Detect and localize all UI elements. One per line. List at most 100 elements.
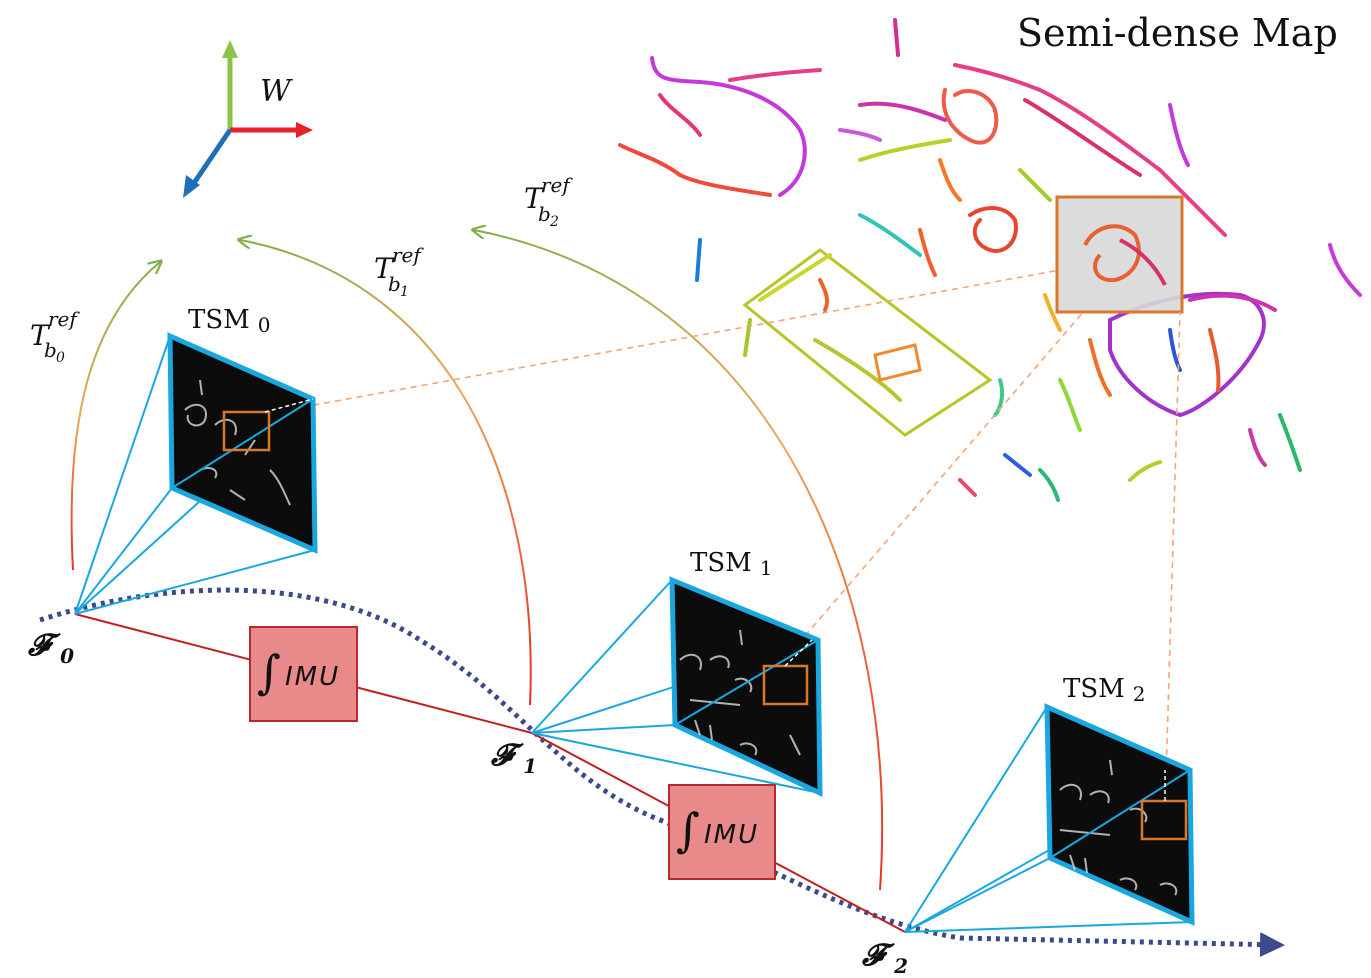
transform-sub: b [44, 338, 57, 362]
transform-sup: ref [541, 173, 573, 197]
correspondence-lines [269, 269, 1181, 811]
tsm-texture [789, 734, 801, 756]
transform-subsub: 1 [400, 284, 409, 300]
map-stroke [1038, 468, 1060, 502]
arc-ref-2 [474, 230, 884, 891]
frustum-0 [74, 332, 318, 615]
frustum-ray [74, 549, 316, 615]
map-stroke [1043, 293, 1062, 332]
map-stroke [1168, 103, 1190, 167]
map-stroke [1108, 291, 1266, 418]
tsm-texture [694, 719, 701, 736]
map-stroke [743, 318, 752, 357]
imu-box [668, 784, 776, 880]
transform-sub: b [388, 272, 401, 296]
map-stroke [968, 206, 1018, 253]
frustum-ray [904, 857, 1051, 933]
frustum-diagonal [674, 639, 819, 726]
transform-label-2: T ref b 2 [524, 173, 573, 230]
map-stroke [958, 478, 977, 497]
frustum-diagonal [1049, 769, 1191, 859]
frustum-1 [531, 576, 823, 797]
imu-label: IMU [704, 820, 759, 850]
frustum-ray [531, 724, 676, 734]
frustum-ray [904, 706, 1048, 933]
tsm-texture [709, 655, 730, 669]
integral-symbol: ∫ [676, 803, 700, 857]
transform-base: T [374, 252, 395, 285]
tsm-texture [739, 742, 758, 756]
map-stroke [1328, 243, 1362, 297]
transform-sup: ref [392, 243, 424, 267]
map-title: Semi-dense Map [1017, 11, 1338, 55]
correspondence-line [1164, 311, 1181, 811]
world-label: W [260, 74, 293, 109]
map-stroke [838, 128, 882, 142]
axis-diagonal-arrowhead [183, 175, 200, 198]
tsm-texture [269, 469, 291, 506]
map-stroke [993, 378, 1005, 417]
map-stroke [1058, 378, 1082, 432]
map-stroke [818, 278, 830, 312]
tsm-texture [679, 653, 702, 671]
map-stroke [1003, 453, 1032, 477]
tsm-texture [689, 699, 741, 706]
map-stroke [1018, 168, 1052, 202]
map-stroke [941, 88, 999, 145]
frustum-ray [531, 732, 821, 794]
map-stroke [618, 143, 772, 197]
transform-sub: b [538, 202, 551, 226]
map-stroke [1023, 98, 1142, 177]
tsm-texture [1159, 882, 1178, 896]
frustum-ray [904, 921, 1193, 933]
map-stroke [1128, 460, 1162, 482]
transform-label-1: T ref b 1 [374, 243, 424, 300]
map-stroke [1248, 428, 1267, 467]
tsm-texture [214, 418, 237, 436]
map-stroke [1208, 328, 1221, 392]
transform-base: T [524, 182, 545, 215]
transform-sup: ref [48, 307, 80, 331]
arc-ref-1 [240, 240, 532, 706]
map-stroke [858, 138, 952, 162]
map-stroke [658, 93, 702, 137]
map-stroke [1278, 413, 1302, 472]
tsm-image-1 [669, 576, 823, 797]
map-stroke [813, 338, 902, 402]
correspondence-line [269, 269, 1061, 414]
imu-box [249, 626, 358, 722]
frustum-ray [74, 335, 171, 615]
map-stroke [1188, 293, 1277, 312]
integral-symbol: ∫ [257, 645, 281, 699]
frustum-diagonal [171, 398, 314, 489]
map-stroke [858, 101, 947, 122]
map-stroke [918, 228, 937, 277]
axis-up-arrowhead [222, 40, 238, 58]
tsm-texture [739, 629, 743, 646]
axis-diagonal [191, 128, 233, 185]
tsm-texture [244, 439, 256, 456]
transform-subsub: 0 [56, 350, 65, 366]
imu-box-0: ∫ IMU [249, 626, 358, 722]
patch-link [264, 398, 314, 413]
map-stroke [758, 253, 832, 302]
map-stroke [695, 238, 702, 282]
map-patch [1055, 195, 1184, 314]
map-stroke [728, 68, 822, 82]
correspondence-line [804, 309, 1086, 637]
frustum-ray [74, 487, 173, 615]
tsm-texture [1059, 783, 1082, 801]
reference-arcs [70, 230, 884, 891]
tsm-texture [199, 379, 203, 396]
imu-box-1: ∫ IMU [668, 784, 776, 880]
tsm-texture [1109, 759, 1113, 776]
arc-ref-0 [70, 262, 160, 571]
transform-label-0: T ref b 0 [30, 307, 80, 366]
tsm-texture [1069, 854, 1076, 871]
axis-right-arrowhead [296, 122, 313, 138]
